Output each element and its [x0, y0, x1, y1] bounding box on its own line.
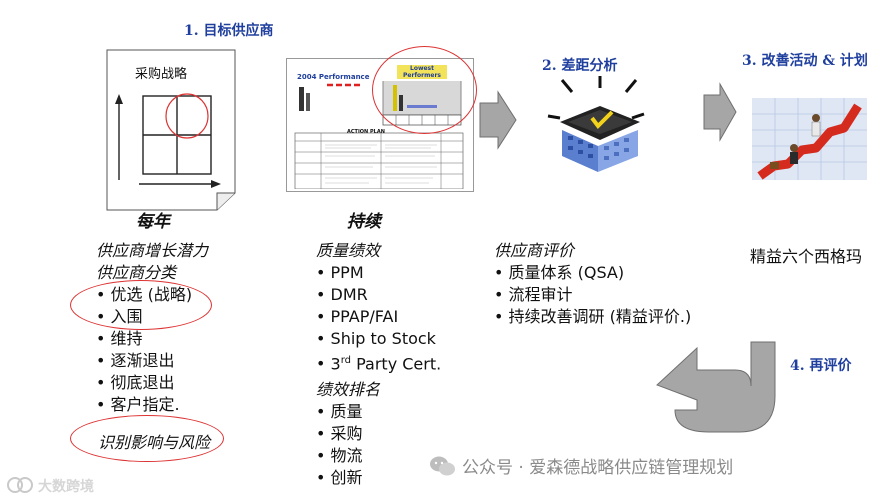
col3-item: 质量体系 (QSA) [494, 262, 691, 284]
step-3-title: 3. 改善活动 & 计划 [742, 50, 868, 70]
brand-logo-icon [6, 474, 34, 496]
lean-six-sigma-text: 精益六个西格玛 [750, 243, 862, 267]
caption-continuous: 持续 [347, 207, 381, 232]
action-plan-title: ACTION PLAN [347, 129, 385, 135]
step-4-title: 4. 再评价 [790, 355, 852, 375]
col1-heading-growth: 供应商增长潜力 [96, 240, 208, 262]
watermark-right-text: 公众号 · 爱森德战略供应链管理规划 [462, 453, 733, 478]
supplier-evaluation-list: 供应商评价 质量体系 (QSA) 流程审计 持续改善调研 (精益评价.) [494, 240, 691, 328]
col2-item: PPAP/FAI [316, 306, 441, 328]
col2-rank-item: 质量 [316, 401, 441, 423]
col2-rank-item: 采购 [316, 423, 441, 445]
watermark-bar: 大数跨境 公众号 · 爱森德战略供应链管理规划 [0, 470, 895, 500]
preferred-supplier-highlight [70, 280, 212, 330]
col1-item: 彻底退出 [96, 372, 208, 394]
col2-item: Ship to Stock [316, 328, 441, 350]
strategy-label: 采购战略 [135, 63, 187, 82]
wechat-icon [428, 454, 458, 478]
col2-heading-ranking: 绩效排名 [316, 379, 441, 401]
col2-item: DMR [316, 284, 441, 306]
lowest-performers-highlight [372, 46, 477, 134]
arrow-right-2 [702, 82, 738, 142]
gap-analysis-icon [540, 74, 650, 174]
col1-item: 客户指定. [96, 394, 208, 416]
col2-rank-item: 物流 [316, 445, 441, 467]
arrow-right-1 [478, 90, 518, 150]
col3-heading: 供应商评价 [494, 240, 691, 262]
caption-yearly: 每年 [136, 207, 170, 232]
col2-item: PPM [316, 262, 441, 284]
perf-title: 2004 Performance [297, 73, 369, 81]
reevaluate-u-turn-arrow [655, 340, 785, 440]
col3-item: 持续改善调研 (精益评价.) [494, 306, 691, 328]
col2-item-party-cert: 3rd Party Cert. [316, 350, 441, 375]
watermark-left-text: 大数跨境 [38, 476, 94, 496]
risk-highlight [70, 415, 224, 462]
step-1-title: 1. 目标供应商 [184, 20, 274, 40]
quality-performance-list: 质量绩效 PPM DMR PPAP/FAI Ship to Stock 3rd … [316, 240, 441, 489]
col1-item: 维持 [96, 328, 208, 350]
col1-item: 逐渐退出 [96, 350, 208, 372]
step-2-title: 2. 差距分析 [542, 55, 618, 75]
improvement-stairs-icon [752, 98, 867, 180]
col2-heading-quality: 质量绩效 [316, 240, 441, 262]
col3-item: 流程审计 [494, 284, 691, 306]
